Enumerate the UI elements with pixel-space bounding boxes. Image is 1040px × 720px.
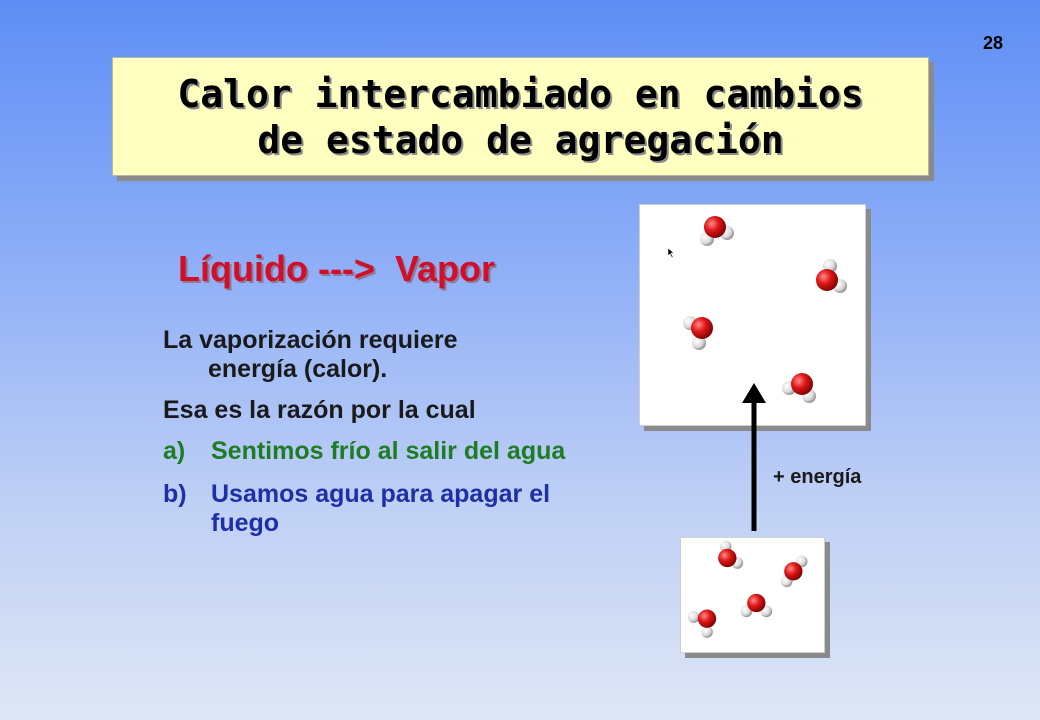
list-text-b: Usamos agua para apagar el fuego xyxy=(211,480,551,537)
mouse-cursor-icon xyxy=(667,247,675,259)
paragraph-line-2: energía (calor). xyxy=(208,355,388,383)
title-box: Calor intercambiado en cambios de estado… xyxy=(112,57,929,176)
list-item-a: a) Sentimos frío al salir del agua xyxy=(163,437,603,466)
water-molecule-icon xyxy=(816,259,847,293)
arrow-up-icon xyxy=(742,383,766,531)
water-molecule-icon xyxy=(700,216,734,246)
energy-label: + energía xyxy=(773,466,862,488)
slide-title: Calor intercambiado en cambios de estado… xyxy=(177,71,864,162)
water-molecule-icon xyxy=(782,373,816,403)
body-text: La vaporización requiere energía (calor)… xyxy=(163,326,603,552)
list-marker-b: b) xyxy=(163,480,187,508)
paragraph-vaporization: La vaporización requiere energía (calor)… xyxy=(163,326,603,384)
list-text-a: Sentimos frío al salir del agua xyxy=(211,437,566,465)
paragraph-line-1: La vaporización requiere xyxy=(163,326,458,354)
list-marker-a: a) xyxy=(163,437,186,465)
slide-number: 28 xyxy=(982,33,1003,53)
phase-change-heading: Líquido ---> Vapor xyxy=(178,248,495,289)
paragraph-reason: Esa es la razón por la cual xyxy=(163,396,476,424)
water-molecule-icon xyxy=(718,540,744,569)
water-molecule-icon xyxy=(780,555,808,588)
water-molecule-icon xyxy=(740,593,773,618)
list-item-b: b) Usamos agua para apagar el fuego xyxy=(163,480,603,538)
water-molecule-icon xyxy=(687,609,717,638)
water-molecule-icon xyxy=(683,316,713,350)
